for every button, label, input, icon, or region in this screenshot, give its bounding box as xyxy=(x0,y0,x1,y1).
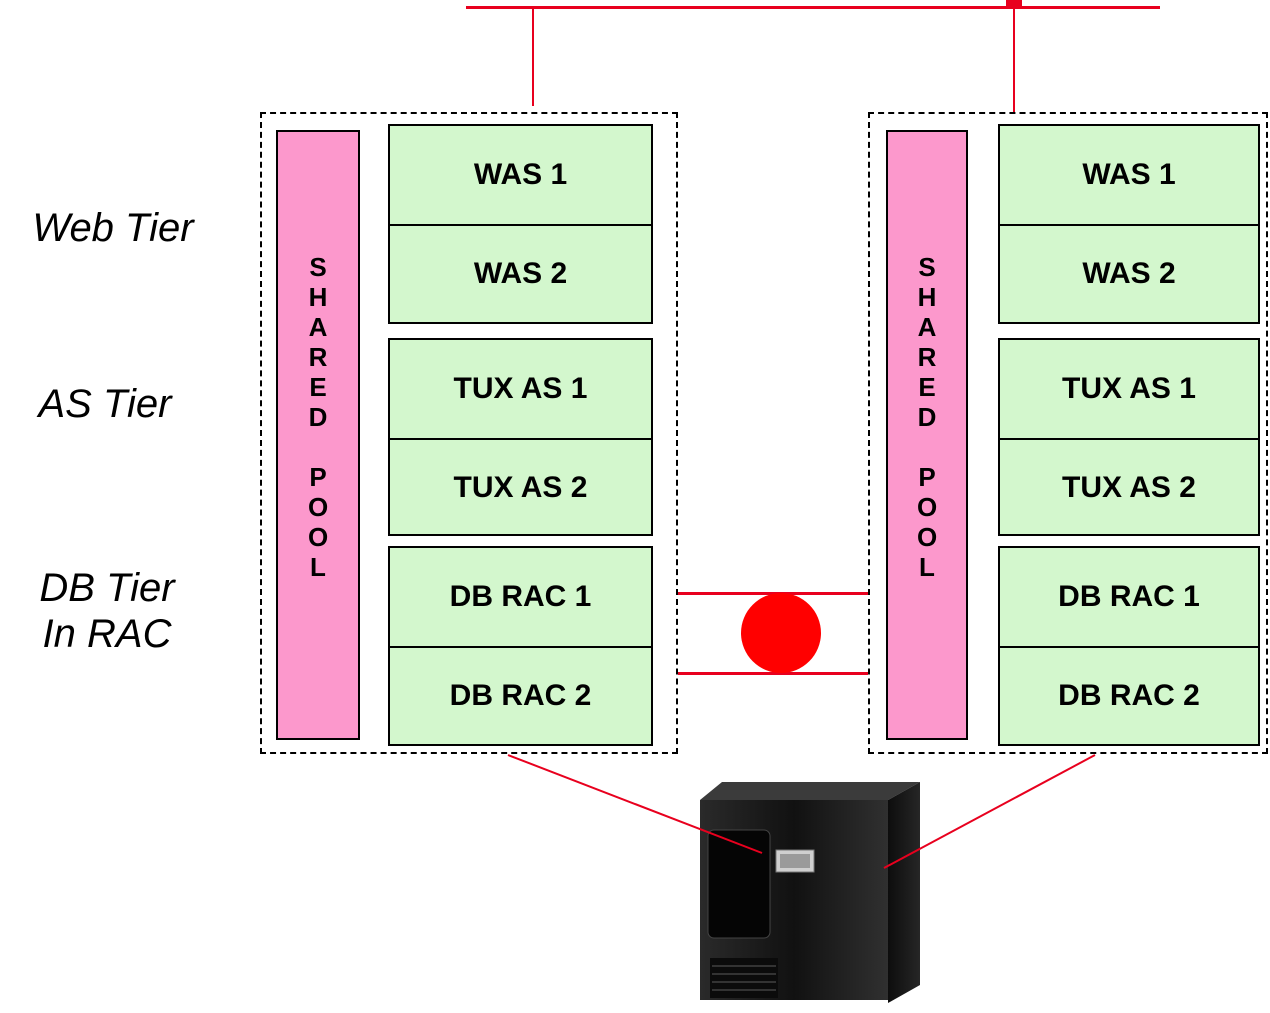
storage-link-right xyxy=(883,754,1096,869)
pool-letter: L xyxy=(310,552,326,582)
server-was-1: WAS 1 xyxy=(1082,158,1176,191)
pool-letter: D xyxy=(917,402,937,432)
pool-letter: H xyxy=(308,282,328,312)
pool-letter: E xyxy=(309,372,327,402)
network-drop-left xyxy=(532,6,534,106)
pool-letter: R xyxy=(308,342,328,372)
pool-letter: H xyxy=(917,282,937,312)
storage-link-left xyxy=(507,754,763,854)
as-tier-block-left: TUX AS 1 TUX AS 2 xyxy=(388,338,653,536)
server-was-2: WAS 2 xyxy=(390,224,651,322)
server-tux-as-1: TUX AS 1 xyxy=(453,372,588,405)
pool-letter: A xyxy=(308,312,328,342)
interconnect-node-icon xyxy=(741,593,821,673)
server-tux-as-2: TUX AS 2 xyxy=(390,438,651,536)
shared-pool-label: S H A R E D P O O L xyxy=(917,252,937,738)
pool-letter: L xyxy=(919,552,935,582)
server-was-1: WAS 1 xyxy=(473,158,568,191)
pool-letter: O xyxy=(917,522,938,552)
web-tier-block-left: WAS 1 WAS 2 xyxy=(388,124,653,324)
pool-letter: O xyxy=(308,492,329,522)
pool-letter: E xyxy=(918,372,936,402)
node-group-left: S H A R E D P O O L WAS 1 WAS 2 TUX AS 1… xyxy=(260,112,678,754)
web-tier-label: Web Tier xyxy=(32,206,194,250)
pool-letter: S xyxy=(918,252,936,282)
server-db-rac-2: DB RAC 2 xyxy=(390,646,651,744)
server-db-rac-2: DB RAC 2 xyxy=(1000,646,1258,744)
db-tier-block-right: DB RAC 1 DB RAC 2 xyxy=(998,546,1260,746)
db-tier-block-left: DB RAC 1 DB RAC 2 xyxy=(388,546,653,746)
shared-pool-label: S H A R E D P O O L xyxy=(308,252,328,738)
server-db-rac-1: DB RAC 1 xyxy=(449,580,592,613)
rac-interconnect-bottom xyxy=(678,672,868,675)
pool-letter: P xyxy=(309,462,327,492)
pool-letter: O xyxy=(917,492,938,522)
pool-letter: S xyxy=(309,252,327,282)
network-drop-right xyxy=(1013,6,1015,112)
db-tier-label-line1: DB Tier xyxy=(39,566,175,610)
network-bus-tick xyxy=(1006,0,1022,8)
shared-pool-left: S H A R E D P O O L xyxy=(276,130,360,740)
pool-letter: O xyxy=(308,522,329,552)
as-tier-block-right: TUX AS 1 TUX AS 2 xyxy=(998,338,1260,536)
network-bus xyxy=(466,6,1160,9)
pool-letter: R xyxy=(917,342,937,372)
pool-letter: A xyxy=(917,312,937,342)
server-tux-as-1: TUX AS 1 xyxy=(1062,372,1196,405)
server-tux-as-2: TUX AS 2 xyxy=(1000,438,1258,536)
as-tier-label: AS Tier xyxy=(38,382,172,426)
server-db-rac-1: DB RAC 1 xyxy=(1058,580,1200,613)
web-tier-block-right: WAS 1 WAS 2 xyxy=(998,124,1260,324)
pool-letter: D xyxy=(308,402,328,432)
server-was-2: WAS 2 xyxy=(1000,224,1258,322)
db-tier-label: DB Tier In RAC xyxy=(2,565,212,657)
node-group-right: S H A R E D P O O L WAS 1 WAS 2 TUX AS 1… xyxy=(868,112,1268,754)
storage-server-icon xyxy=(700,782,920,1003)
db-tier-label-line2: In RAC xyxy=(42,612,172,656)
shared-pool-right: S H A R E D P O O L xyxy=(886,130,968,740)
pool-letter: P xyxy=(918,462,936,492)
